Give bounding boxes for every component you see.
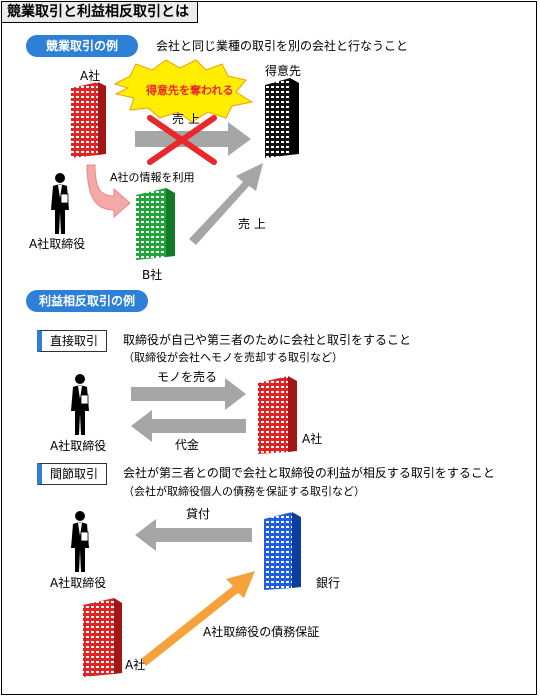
indirect-company-label: A社 [125,658,146,672]
businessman-icon [70,510,90,573]
arrow-icon [131,410,246,442]
direct-description: 取締役が自己や第三者のために会社と取引をすること [123,333,412,347]
building-icon [83,598,122,677]
arrow-icon [135,519,252,551]
loan-label: 貸付 [186,507,211,521]
arrow-icon [86,164,131,219]
company-a-label: A社 [80,69,101,83]
arrow-icon [189,163,263,245]
burst-text: 得意先を奪われる [146,84,234,97]
customer-label: 得意先 [265,64,302,78]
cross-mark-icon [147,115,217,165]
direct-company-label: A社 [302,432,323,446]
guarantee-label: A社取締役の債務保証 [203,625,320,639]
building-icon [264,512,301,590]
sales-b-label: 売 上 [238,217,266,231]
arrow-icon [141,571,255,666]
crossed-sales-label: 売 上 [172,112,200,126]
indirect-description: 会社が第三者との間で会社と取締役の利益が相反する取引をすること [123,466,495,480]
direct-transaction-tag: 直接取引 [37,330,108,352]
info-use-label: A社の情報を利用 [110,171,195,184]
bank-label: 銀行 [316,576,341,590]
sell-goods-label: モノを売る [157,370,218,384]
building-icon [136,188,175,260]
company-b-label: B社 [142,268,163,282]
page-title: 競業取引と利益相反取引とは [1,1,198,23]
indirect-transaction-tag: 間節取引 [37,463,108,485]
explosion-burst-icon [113,59,254,123]
direct-director-label: A社取締役 [50,439,107,453]
competition-description: 会社と同じ業種の取引を別の会社と行なうこと [156,39,409,53]
businessman-icon [70,373,90,436]
building-icon [258,376,297,454]
building-icon [265,78,299,158]
arrow-icon [131,378,246,410]
indirect-director-label: A社取締役 [50,576,107,590]
conflict-heading: 利益相反取引の例 [26,290,148,312]
businessman-icon [50,172,70,235]
indirect-note: （会社が取締役個人の債務を保証する取引など） [123,485,365,498]
competition-heading: 競業取引の例 [26,35,138,57]
direct-note: （取締役が会社へモノを売却する取引など） [123,351,343,364]
building-icon [71,82,106,158]
payment-label: 代金 [175,438,200,452]
arrow-icon [135,122,251,156]
director-label: A社取締役 [29,237,86,251]
